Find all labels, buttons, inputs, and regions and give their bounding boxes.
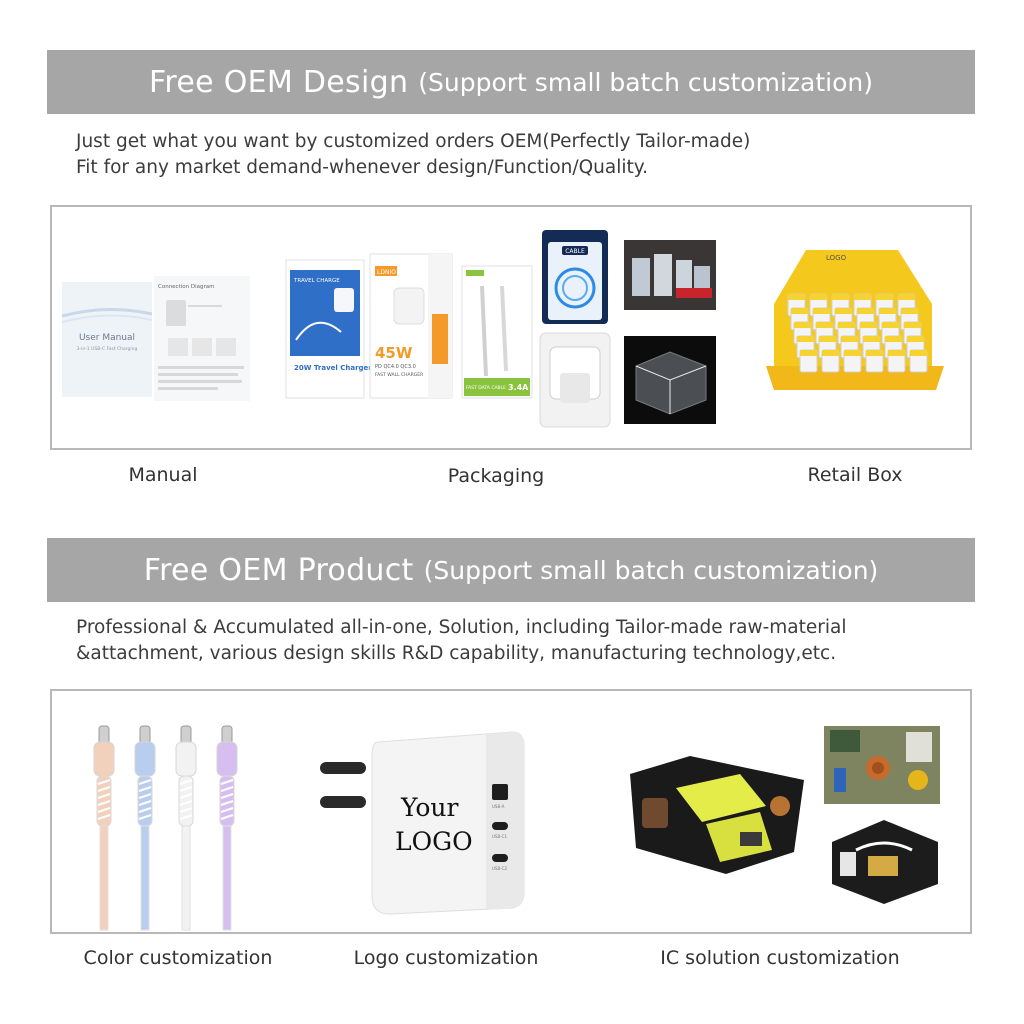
retail-product-label [813,308,830,314]
retail-product-label [816,322,833,328]
packaging-clear-boxes [624,240,716,310]
retail-product-label [788,294,805,300]
retail-display-box: LOGO [766,250,944,390]
box2-power: 45W [375,344,413,362]
manual-subtitle: 3-in-1 USB-C Fast Charging [77,346,138,352]
packaging-cable-pouch: CABLE [542,230,608,324]
product-banner-title: Free OEM Product [143,552,414,588]
product-banner-subtitle: (Support small batch customization) [423,555,879,585]
packaging-box-cable: FAST DATA CABLE 3.4A [461,265,533,399]
design-banner-title: Free OEM Design [149,64,409,100]
retail-product-label [901,308,918,314]
manual-diagram-title: Connection Diagram [158,284,214,290]
retail-product-label [857,308,874,314]
retail-logo: LOGO [826,254,847,262]
retail-product-label [885,336,902,342]
box1-label: TRAVEL CHARGE [293,278,340,284]
product-description: Professional & Accumulated all-in-one, S… [76,615,846,667]
retail-product-label [810,294,827,300]
product-banner: Free OEM Product (Support small batch cu… [47,538,975,602]
caption-color-customization: Color customization [83,947,273,969]
retail-product-label [866,350,883,356]
charger-port3-label: USB-C2 [492,866,507,871]
packaging-clear-case [624,336,716,424]
retail-product-label [910,350,927,356]
retail-product-label [791,308,808,314]
packaging-box-45w: LDNIO 45W PD QC4.0 QC3.0 FAST WALL CHARG… [369,253,453,399]
retail-product-label [882,322,899,328]
retail-product-label [863,336,880,342]
design-description: Just get what you want by customized ord… [76,129,750,181]
caption-ic-customization: IC solution customization [660,947,900,969]
pouch-label: CABLE [565,248,585,255]
retail-product-label [841,336,858,342]
box2-brand: LDNIO [377,269,396,276]
caption-logo-customization: Logo customization [353,947,539,969]
charger-logo-line2: LOGO [395,827,473,856]
charger-port2-label: USB-C1 [492,834,507,839]
retail-display-products [787,293,928,373]
retail-product-label [832,294,849,300]
box2-label: FAST WALL CHARGER [375,372,423,378]
colored-cables-image [93,725,238,931]
charger-image: Your LOGO USB-A USB-C1 USB-C2 [320,731,525,915]
retail-product-label [904,322,921,328]
design-banner-subtitle: (Support small batch customization) [418,67,873,97]
manual-image: User Manual 3-in-1 USB-C Fast Charging C… [61,276,250,401]
box3-label: FAST DATA CABLE [466,385,506,391]
retail-product-label [879,308,896,314]
manual-title: User Manual [79,333,135,343]
cable-purple [216,725,238,931]
cable-white [175,725,197,931]
retail-product-label [860,322,877,328]
retail-product-label [854,294,871,300]
packaging-blister-tray [539,332,611,428]
retail-product-label [822,350,839,356]
box3-current: 3.4A [508,383,529,392]
product-description-line1: Professional & Accumulated all-in-one, S… [76,617,847,638]
retail-product-label [907,336,924,342]
retail-product-label [800,350,817,356]
caption-manual: Manual [128,464,198,486]
ic-board-main-image [622,740,814,884]
retail-product-label [838,322,855,328]
charger-logo-line1: Your [400,793,458,822]
charger-port1-label: USB-A [492,804,505,809]
retail-product-label [888,350,905,356]
design-banner: Free OEM Design (Support small batch cus… [47,50,975,114]
retail-product-label [844,350,861,356]
box1-product: 20W Travel Charger [294,364,372,372]
box2-spec: PD QC4.0 QC3.0 [375,364,416,370]
caption-retail-box: Retail Box [807,464,903,486]
design-description-line1: Just get what you want by customized ord… [76,131,751,152]
design-description-line2: Fit for any market demand-whenever desig… [76,157,648,178]
retail-product-label [794,322,811,328]
ic-module-image [826,812,942,908]
ic-board-pcb-image [820,718,944,808]
retail-product-label [835,308,852,314]
caption-packaging: Packaging [447,465,545,487]
product-description-line2: &attachment, various design skills R&D c… [76,643,837,664]
cable-peach [93,725,115,931]
cable-group [93,725,238,931]
retail-product-label [797,336,814,342]
cable-blue [134,725,156,931]
retail-product-label [819,336,836,342]
retail-product-label [876,294,893,300]
retail-product-label [898,294,915,300]
packaging-box-travel-charger: TRAVEL CHARGE 20W Travel Charger [285,259,372,399]
